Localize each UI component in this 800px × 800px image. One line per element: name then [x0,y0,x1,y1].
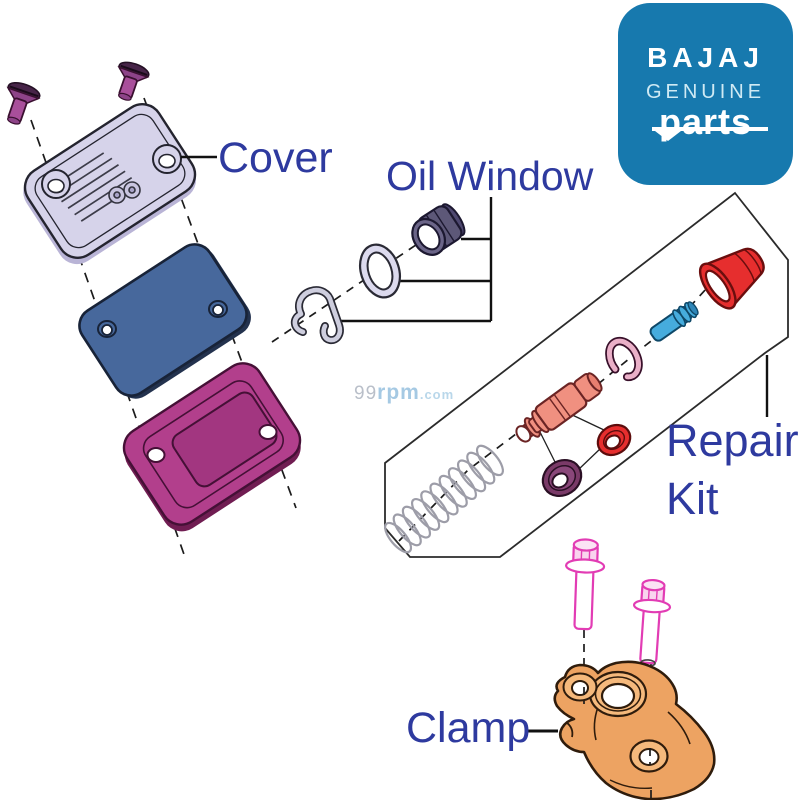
logo-brand-text: BAJAJ [647,42,764,73]
watermark: 99rpm.com [354,381,454,405]
logo-underline [652,127,768,131]
oil-window-washer-part [358,243,402,299]
return-spring-part [384,444,504,554]
cover-screw-1 [6,82,41,125]
label-clamp: Clamp [406,704,531,752]
cover-screw-boss-left [41,169,71,199]
reservoir-cover-part [23,103,197,265]
cup-seal-part [541,458,583,498]
bajaj-genuine-parts-badge: BAJAJ GENUINE parts [618,3,793,185]
cover-emblem [108,181,141,204]
cover-screw-boss-right [152,144,182,174]
clamp-bolt-1 [564,538,606,631]
circlip-part [605,336,643,382]
watermark-tld: .com [419,387,455,402]
piston-part [515,372,603,443]
diaphragm-part [122,362,302,532]
cover-screw-2 [117,61,150,101]
logo-genuine-text: GENUINE [645,81,766,103]
watermark-number: 99 [354,383,378,404]
watermark-name: rpm [377,381,420,404]
label-repair-kit-line2: Kit [666,473,719,524]
logo-chevron-down-icon [655,131,681,141]
rubber-boot-part [698,247,765,310]
handlebar-clamp-part [553,660,716,800]
label-cover: Cover [218,134,333,182]
clamp-bolt-2 [632,578,672,667]
leader-lines [181,155,769,733]
clamp-hidden-axis-dashes [583,687,652,798]
label-repair-kit-line1: Repair [666,415,799,466]
label-repair-kit: Repair Kit [666,412,799,528]
seal-washer-part [596,423,632,457]
oil-window-clip-part [290,286,344,345]
push-rod-part [649,301,699,342]
label-oil-window: Oil Window [386,153,594,199]
logo-parts-text: parts [658,101,753,142]
repair-kit-outline [384,191,789,558]
oil-window-part [411,203,466,256]
oil-window-bracket [341,197,493,323]
gasket-plate-part [78,243,251,399]
